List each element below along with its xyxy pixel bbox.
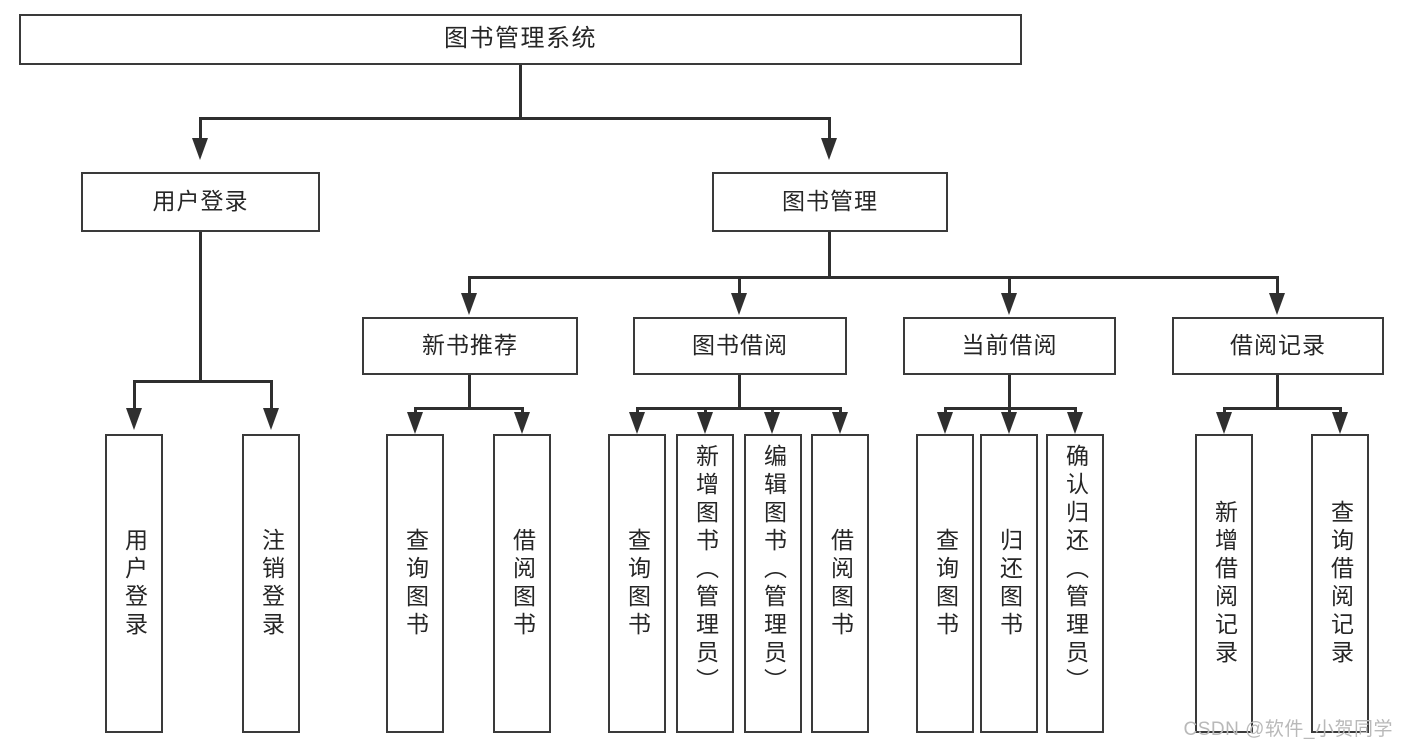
leaf-edit-book-admin[interactable]: 编辑图书（管理员） bbox=[744, 434, 802, 733]
leaf-query-borrow-record[interactable]: 查询借阅记录 bbox=[1311, 434, 1369, 733]
node-label: 新书推荐 bbox=[422, 332, 518, 359]
connector-new-book-stem bbox=[468, 375, 471, 409]
connector-drop-current-borrow bbox=[1008, 276, 1011, 298]
arrowhead-leaf-logout bbox=[263, 408, 279, 430]
node-label: 借阅图书 bbox=[509, 527, 536, 640]
arrowhead-leaf-edit-book bbox=[764, 412, 780, 434]
connector-user-login-bus bbox=[133, 380, 272, 383]
leaf-borrow-book[interactable]: 借阅图书 bbox=[811, 434, 869, 733]
leaf-query-book-new-recommend[interactable]: 查询图书 bbox=[386, 434, 444, 733]
node-label: 用户登录 bbox=[152, 188, 249, 215]
node-label: 注销登录 bbox=[258, 527, 285, 640]
arrowhead-user-login bbox=[192, 138, 208, 160]
arrowhead-new-book bbox=[461, 293, 477, 315]
leaf-confirm-return-admin[interactable]: 确认归还（管理员） bbox=[1046, 434, 1104, 733]
connector-drop-leaf-user-login bbox=[133, 380, 136, 412]
node-label: 图书借阅 bbox=[692, 332, 788, 359]
leaf-return-book[interactable]: 归还图书 bbox=[980, 434, 1038, 733]
node-label: 借阅图书 bbox=[827, 527, 854, 640]
connector-level2-bus bbox=[199, 117, 831, 120]
node-label: 查询借阅记录 bbox=[1327, 499, 1354, 668]
leaf-add-borrow-record[interactable]: 新增借阅记录 bbox=[1195, 434, 1253, 733]
connector-root-stem bbox=[519, 65, 522, 119]
arrowhead-leaf-return-book bbox=[1001, 412, 1017, 434]
node-label: 图书管理 bbox=[782, 188, 878, 215]
arrowhead-leaf-query-book-3 bbox=[937, 412, 953, 434]
connector-drop-borrow-record bbox=[1276, 276, 1279, 298]
leaf-query-book-borrow[interactable]: 查询图书 bbox=[608, 434, 666, 733]
arrowhead-leaf-query-book-2 bbox=[629, 412, 645, 434]
node-label: 新增图书（管理员） bbox=[692, 444, 719, 696]
connector-drop-new-book bbox=[468, 276, 471, 298]
node-label: 归还图书 bbox=[996, 527, 1023, 640]
connector-level3-bus bbox=[468, 276, 1278, 279]
connector-drop-book-borrow bbox=[738, 276, 741, 298]
arrowhead-book-management bbox=[821, 138, 837, 160]
node-label: 编辑图书（管理员） bbox=[760, 444, 787, 696]
connector-drop-leaf-logout bbox=[270, 380, 273, 412]
node-label: 图书管理系统 bbox=[444, 25, 597, 53]
connector-user-login-stem bbox=[199, 232, 202, 382]
arrowhead-leaf-borrow-book-1 bbox=[514, 412, 530, 434]
node-root-book-management-system[interactable]: 图书管理系统 bbox=[19, 14, 1022, 65]
node-label: 查询图书 bbox=[624, 527, 651, 640]
connector-borrow-record-stem bbox=[1276, 375, 1279, 409]
arrowhead-borrow-record bbox=[1269, 293, 1285, 315]
leaf-add-book-admin[interactable]: 新增图书（管理员） bbox=[676, 434, 734, 733]
node-label: 新增借阅记录 bbox=[1211, 499, 1238, 668]
node-label: 查询图书 bbox=[402, 527, 429, 640]
node-label: 用户登录 bbox=[121, 527, 148, 640]
connector-drop-user-login bbox=[199, 117, 202, 143]
node-borrow-record[interactable]: 借阅记录 bbox=[1172, 317, 1384, 375]
arrowhead-current-borrow bbox=[1001, 293, 1017, 315]
leaf-borrow-book-new-recommend[interactable]: 借阅图书 bbox=[493, 434, 551, 733]
connector-book-borrow-bus bbox=[636, 407, 841, 410]
arrowhead-leaf-add-book bbox=[697, 412, 713, 434]
node-user-login[interactable]: 用户登录 bbox=[81, 172, 320, 232]
leaf-logout[interactable]: 注销登录 bbox=[242, 434, 300, 733]
connector-drop-book-management bbox=[828, 117, 831, 143]
leaf-user-login[interactable]: 用户登录 bbox=[105, 434, 163, 733]
arrowhead-leaf-add-record bbox=[1216, 412, 1232, 434]
arrowhead-leaf-borrow-book-2 bbox=[832, 412, 848, 434]
arrowhead-leaf-user-login bbox=[126, 408, 142, 430]
node-book-borrow[interactable]: 图书借阅 bbox=[633, 317, 847, 375]
arrowhead-leaf-query-record bbox=[1332, 412, 1348, 434]
connector-current-borrow-stem bbox=[1008, 375, 1011, 409]
leaf-query-book-current[interactable]: 查询图书 bbox=[916, 434, 974, 733]
arrowhead-book-borrow bbox=[731, 293, 747, 315]
connector-new-book-bus bbox=[414, 407, 524, 410]
node-label: 确认归还（管理员） bbox=[1062, 444, 1089, 696]
node-label: 查询图书 bbox=[932, 527, 959, 640]
node-book-management[interactable]: 图书管理 bbox=[712, 172, 948, 232]
arrowhead-leaf-query-book-1 bbox=[407, 412, 423, 434]
node-label: 当前借阅 bbox=[961, 332, 1058, 359]
connector-borrow-record-bus bbox=[1223, 407, 1341, 410]
node-current-borrow[interactable]: 当前借阅 bbox=[903, 317, 1116, 375]
arrowhead-leaf-confirm-return bbox=[1067, 412, 1083, 434]
connector-book-management-stem bbox=[828, 232, 831, 278]
csdn-watermark: CSDN @软件_小贺同学 bbox=[1183, 719, 1393, 740]
node-label: 借阅记录 bbox=[1230, 332, 1326, 359]
node-new-book-recommend[interactable]: 新书推荐 bbox=[362, 317, 578, 375]
connector-book-borrow-stem bbox=[738, 375, 741, 409]
